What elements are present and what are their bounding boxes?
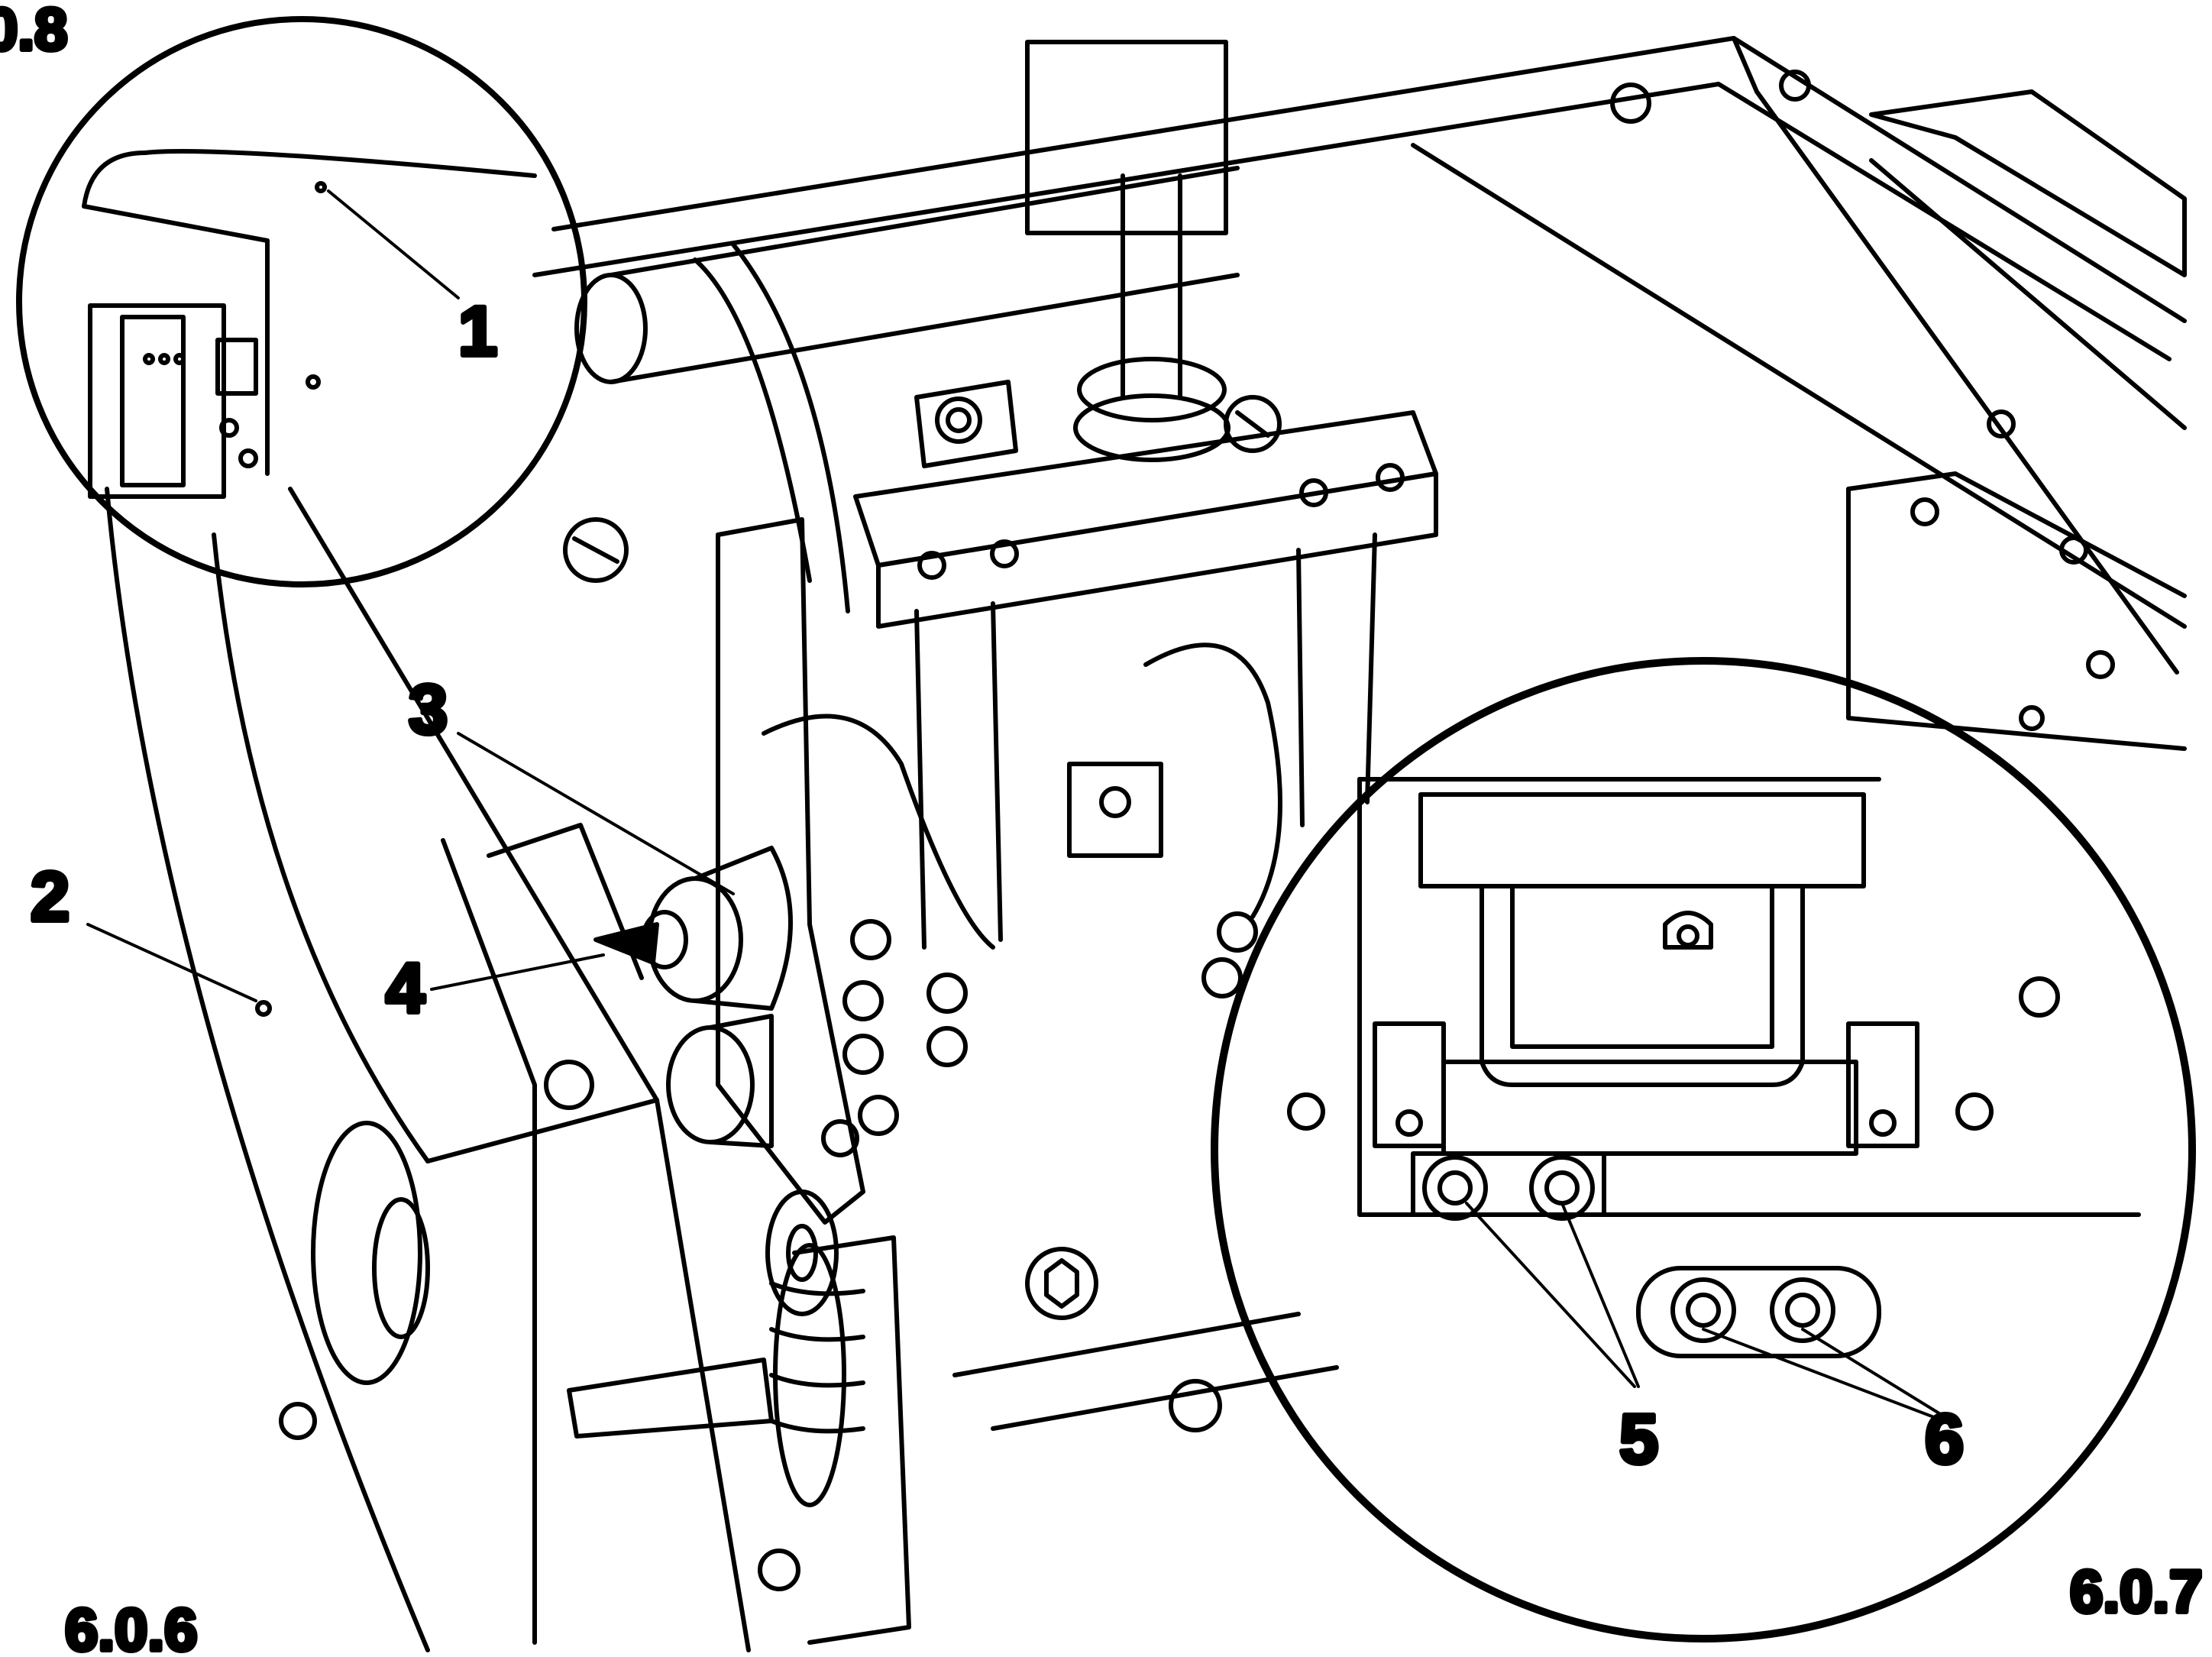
callout-3: 3 [409,671,448,749]
inset-detail-top [16,16,587,587]
lower-shaft [567,1189,1339,1645]
callout-5: 5 [1619,1400,1658,1478]
upper-shaft [563,166,1240,613]
callout-2: 2 [31,858,70,936]
figure-label-bottom-right: 6.0.7 [2070,1558,2202,1625]
machine-frame [532,36,2187,751]
leader-lines [86,189,1953,1422]
callout-1: 1 [458,293,497,371]
callout-6: 6 [1925,1400,1964,1478]
figure-label-bottom-left: 6.0.6 [65,1596,197,1657]
callout-4: 4 [386,950,425,1028]
figure-label-top-left: 0.8 [0,0,67,63]
needle-bar [1025,40,1282,462]
inset-detail-bottom [1211,657,2196,1642]
looper-mechanism [716,517,1282,1225]
left-casting [105,487,751,1652]
callout-numbers: 1 2 3 4 5 6 [28,290,1966,1481]
bearing-part [544,846,793,1148]
needle-holder [853,380,1438,950]
